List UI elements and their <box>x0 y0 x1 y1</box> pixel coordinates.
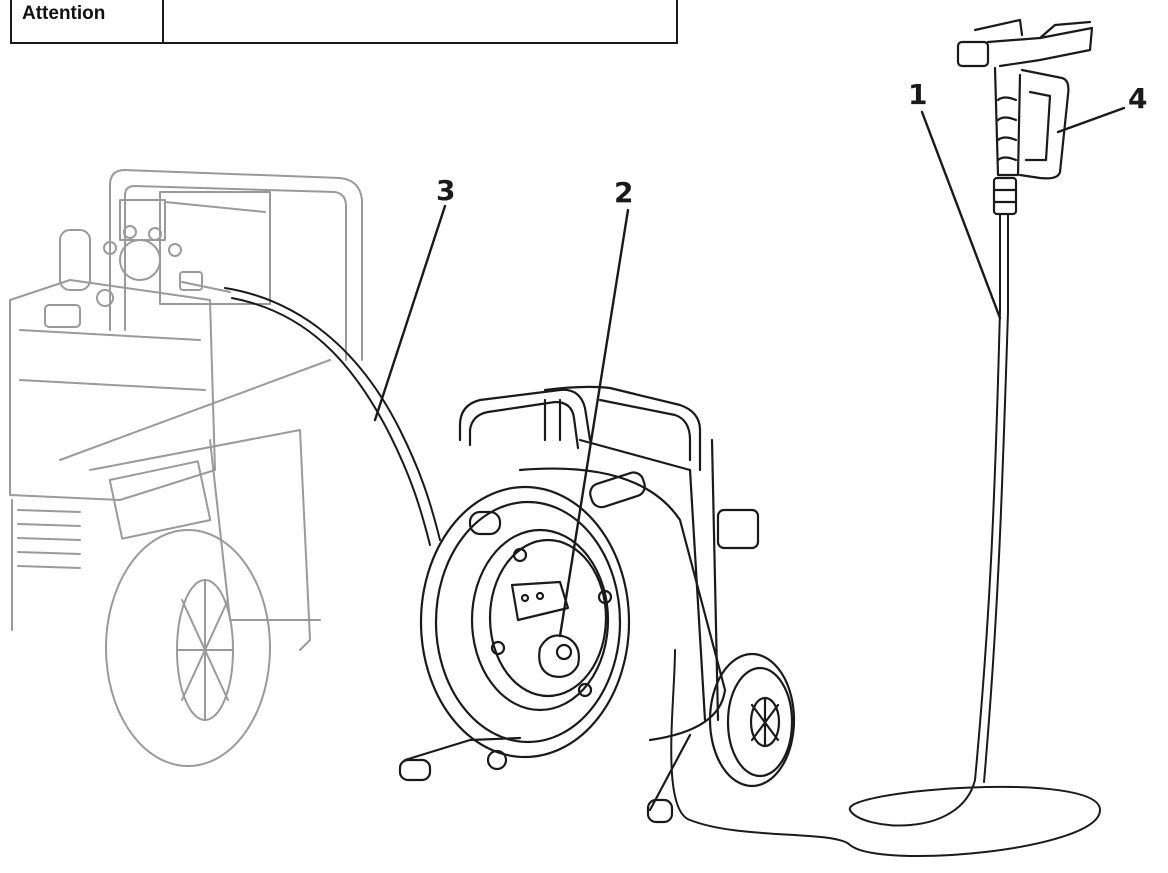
callout-1: 1 <box>908 78 927 111</box>
leader-line-3 <box>373 204 447 422</box>
callout-4: 4 <box>1128 82 1147 115</box>
callout-2: 2 <box>614 176 633 209</box>
leader-line-2 <box>558 208 630 638</box>
leader-line-4 <box>1056 106 1126 134</box>
gun-hose <box>670 214 1101 857</box>
callout-3: 3 <box>436 174 455 207</box>
leader-line-1 <box>920 110 1002 320</box>
spray-gun <box>956 18 1094 216</box>
hose-reel <box>398 385 796 824</box>
attention-table: Attention <box>10 0 678 44</box>
sprayer-unit <box>9 169 363 767</box>
supply-hose <box>224 287 441 541</box>
attention-label: Attention <box>12 0 164 42</box>
